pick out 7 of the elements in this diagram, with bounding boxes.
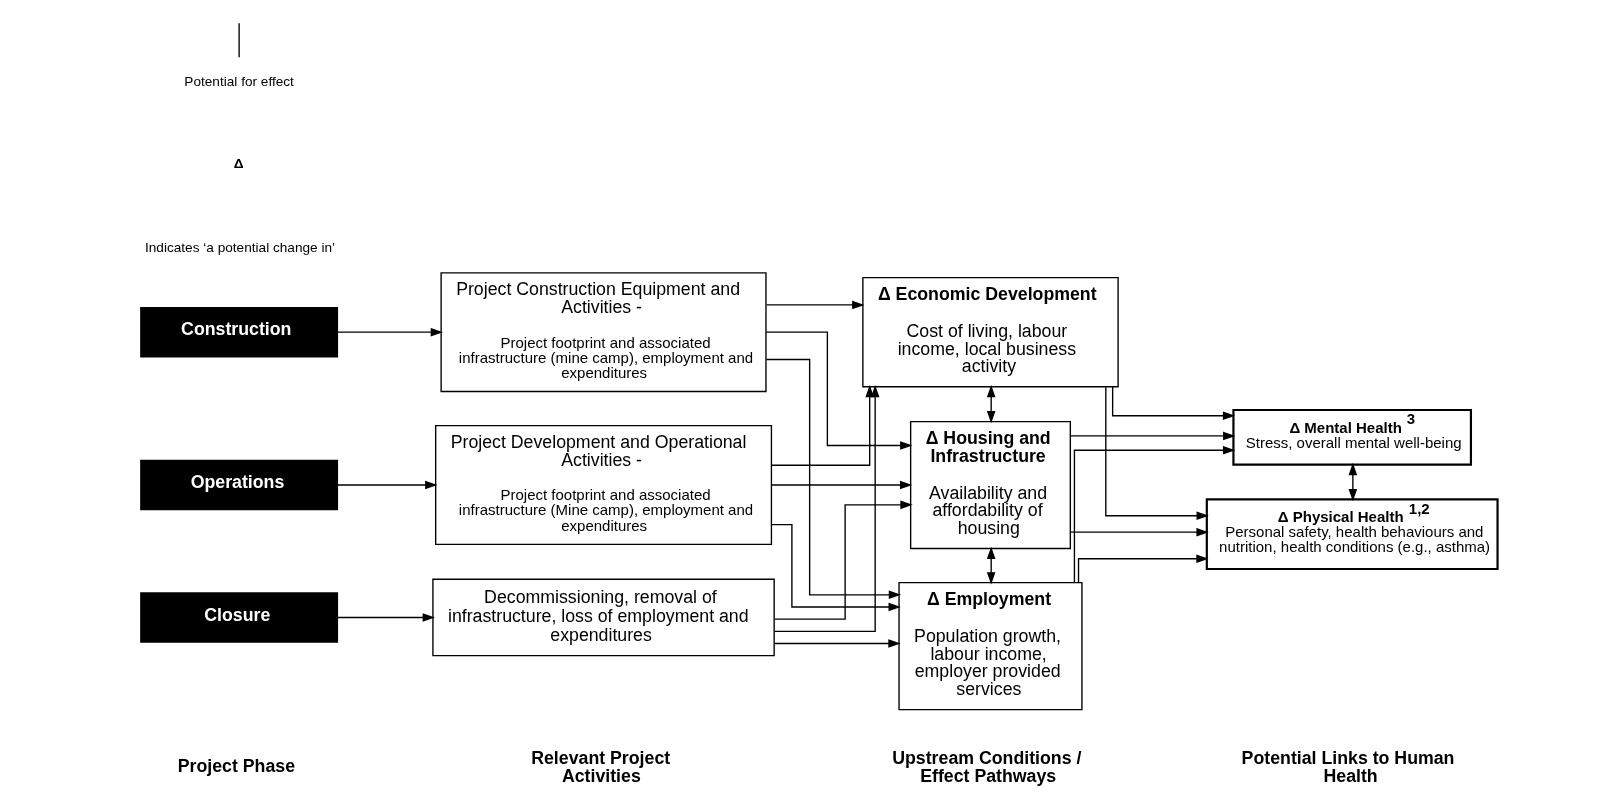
label: Δ [233,155,243,171]
label: Upstream Conditions / Effect Pathways [891,748,1081,786]
label: Project Phase [177,756,295,777]
label: Potential Links to Human Health [1241,748,1454,786]
label: Indicates ‘a potential change in’ [144,240,335,256]
label: Relevant Project Activities [530,748,670,786]
legend-label: Potential for effect [183,73,294,89]
